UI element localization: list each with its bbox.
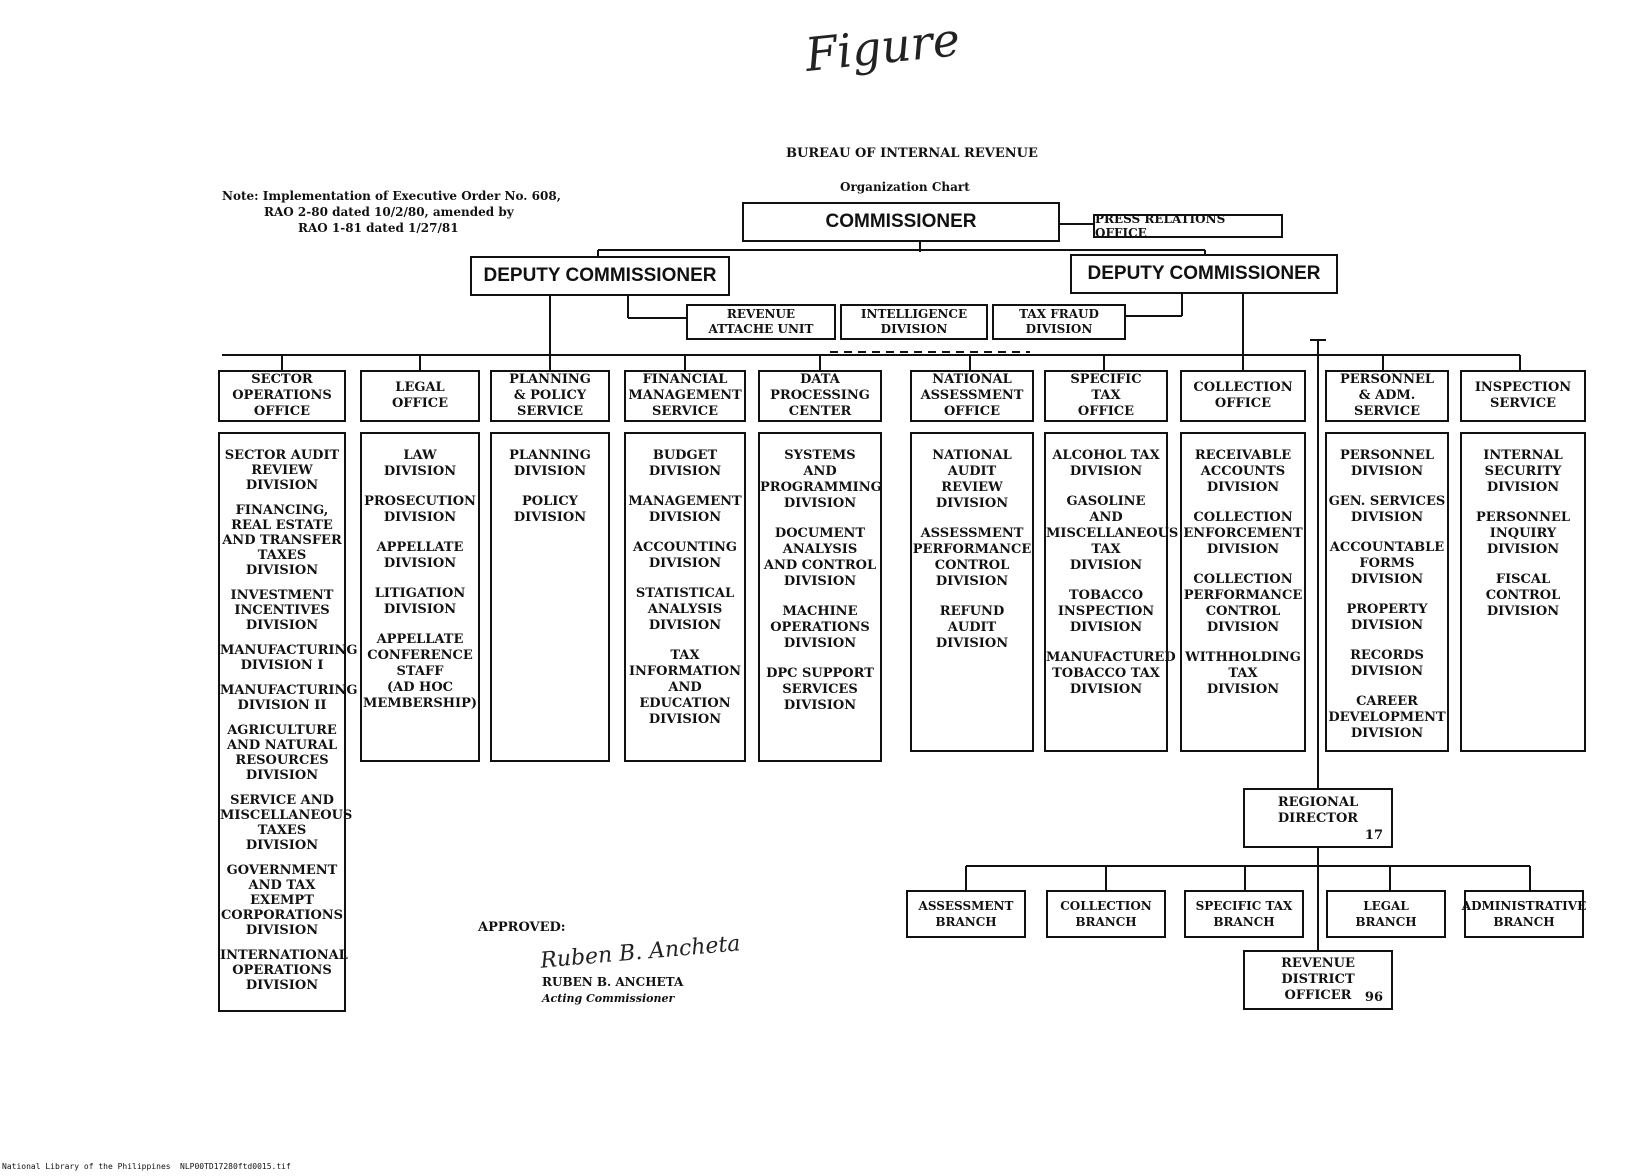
division-item: BUDGET DIVISION [648, 448, 722, 479]
division-item: MACHINE OPERATIONS DIVISION [770, 604, 870, 651]
chart-subtitle: Organization Chart [840, 180, 970, 194]
tax-fraud-division-box: TAX FRAUD DIVISION [992, 304, 1126, 340]
division-item: PROPERTY DIVISION [1346, 602, 1428, 633]
deputy-commissioner-right: DEPUTY COMMISSIONER [1070, 254, 1338, 294]
division-item: TAX INFORMATION AND EDUCATION DIVISION [628, 648, 742, 727]
regional-director-label: REGIONAL DIRECTOR [1277, 795, 1359, 826]
division-item: PROSECUTION DIVISION [364, 494, 476, 525]
division-item: COLLECTION PERFORMANCE CONTROL DIVISION [1183, 572, 1303, 635]
commissioner-label: COMMISSIONER [825, 211, 977, 232]
branch-box-3: LEGAL BRANCH [1326, 890, 1446, 938]
division-item: SYSTEMS AND PROGRAMMING DIVISION [760, 448, 882, 511]
deputy-right-label: DEPUTY COMMISSIONER [1087, 263, 1321, 284]
press-relations-box: PRESS RELATIONS OFFICE [1093, 212, 1283, 240]
note-line-1: Note: Implementation of Executive Order … [222, 189, 561, 203]
office-header-0: SECTOR OPERATIONS OFFICE [218, 370, 346, 422]
office-divisions-4: SYSTEMS AND PROGRAMMING DIVISION DOCUMENT… [758, 432, 882, 762]
approved-label: APPROVED: [478, 920, 566, 935]
division-item: ALCOHOL TAX DIVISION [1052, 448, 1160, 479]
rdo-count: 96 [1364, 990, 1383, 1005]
office-divisions-1: LAW DIVISION PROSECUTION DIVISION APPELLAT… [360, 432, 480, 762]
note-line-3: RAO 1-81 dated 1/27/81 [298, 221, 459, 235]
division-item: ASSESSMENT PERFORMANCE CONTROL DIVISION [912, 526, 1032, 589]
chart-title: BUREAU OF INTERNAL REVENUE [786, 146, 1038, 161]
division-item: GEN. SERVICES DIVISION [1328, 494, 1446, 525]
division-item: FINANCING, REAL ESTATE AND TRANSFER TAXE… [222, 503, 342, 578]
office-header-7: COLLECTION OFFICE [1180, 370, 1306, 422]
division-item: MANAGEMENT DIVISION [628, 494, 742, 525]
office-header-2: PLANNING & POLICY SERVICE [490, 370, 610, 422]
division-item: PERSONNEL INQUIRY DIVISION [1475, 510, 1570, 557]
office-header-8: PERSONNEL & ADM. SERVICE [1325, 370, 1449, 422]
office-divisions-2: PLANNING DIVISION POLICY DIVISION [490, 432, 610, 762]
division-item: APPELLATE DIVISION [376, 540, 464, 571]
office-divisions-8: PERSONNEL DIVISION GEN. SERVICES DIVISION… [1325, 432, 1449, 752]
branch-box-4: ADMINISTRATIVE BRANCH [1462, 890, 1586, 938]
division-item: SECTOR AUDIT REVIEW DIVISION [224, 448, 340, 493]
division-item: INTERNAL SECURITY DIVISION [1483, 448, 1563, 495]
division-item: LITIGATION DIVISION [374, 586, 466, 617]
division-item: STATISTICAL ANALYSIS DIVISION [635, 586, 735, 633]
division-item: POLICY DIVISION [513, 494, 587, 525]
office-header-9: INSPECTION SERVICE [1460, 370, 1586, 422]
division-item: AGRICULTURE AND NATURAL RESOURCES DIVISI… [226, 723, 338, 783]
deputy-commissioner-left: DEPUTY COMMISSIONER [470, 256, 730, 296]
press-relations-label: PRESS RELATIONS OFFICE [1095, 212, 1226, 240]
division-item: INVESTMENT INCENTIVES DIVISION [230, 588, 334, 633]
office-divisions-6: ALCOHOL TAX DIVISION GASOLINE AND MISCELL… [1044, 432, 1179, 752]
deputy-left-label: DEPUTY COMMISSIONER [483, 265, 717, 286]
note-block: Note: Implementation of Executive Order … [222, 188, 561, 236]
division-item: LAW DIVISION [383, 448, 457, 479]
regional-director-box: REGIONAL DIRECTOR 17 [1243, 788, 1393, 848]
division-item: PERSONNEL DIVISION [1339, 448, 1434, 479]
office-divisions-0: SECTOR AUDIT REVIEW DIVISION FINANCING, R… [218, 432, 358, 1012]
approver-position: Acting Commissioner [542, 992, 675, 1005]
division-item: MANUFACTURING DIVISION II [220, 683, 358, 713]
division-item: PLANNING DIVISION [509, 448, 591, 479]
note-line-2: RAO 2-80 dated 10/2/80, amended by [264, 205, 514, 219]
regional-director-count: 17 [1364, 828, 1383, 843]
branch-box-2: SPECIFIC TAX BRANCH [1184, 890, 1304, 938]
division-item: RECEIVABLE ACCOUNTS DIVISION [1194, 448, 1292, 495]
division-item: DPC SUPPORT SERVICES DIVISION [766, 666, 874, 713]
division-item: FISCAL CONTROL DIVISION [1485, 572, 1561, 619]
intelligence-division-box: INTELLIGENCE DIVISION [840, 304, 988, 340]
office-header-6: SPECIFIC TAX OFFICE [1044, 370, 1168, 422]
branch-box-1: COLLECTION BRANCH [1046, 890, 1166, 938]
commissioner-box: COMMISSIONER [742, 202, 1060, 242]
division-item: MANUFACTURED TOBACCO TAX DIVISION [1046, 650, 1176, 697]
office-header-1: LEGAL OFFICE [360, 370, 480, 422]
division-item: MANUFACTURING DIVISION I [220, 643, 358, 673]
division-item: SERVICE AND MISCELLANEOUS TAXES DIVISION [220, 793, 353, 853]
division-item: ACCOUNTING DIVISION [632, 540, 738, 571]
division-item: CAREER DEVELOPMENT DIVISION [1328, 694, 1446, 741]
rdo-box: REVENUE DISTRICT OFFICER 96 [1243, 950, 1393, 1010]
revenue-attache-box: REVENUE ATTACHE UNIT [686, 304, 836, 340]
branch-box-0: ASSESSMENT BRANCH [906, 890, 1026, 938]
office-header-3: FINANCIAL MANAGEMENT SERVICE [624, 370, 746, 422]
division-item: RECORDS DIVISION [1350, 648, 1424, 679]
footer-file: NLP00TD17280ftd0015.tif [180, 1162, 291, 1171]
division-item: TOBACCO INSPECTION DIVISION [1057, 588, 1155, 635]
division-item: INTERNATIONAL OPERATIONS DIVISION [220, 948, 348, 993]
division-item: GOVERNMENT AND TAX EXEMPT CORPORATIONS D… [220, 863, 344, 938]
approver-name: RUBEN B. ANCHETA [542, 975, 684, 989]
division-item: REFUND AUDIT DIVISION [935, 604, 1009, 651]
division-item: GASOLINE AND MISCELLANEOUS TAX DIVISION [1046, 494, 1179, 573]
office-divisions-3: BUDGET DIVISION MANAGEMENT DIVISION ACCOUN… [624, 432, 746, 762]
footer-source: National Library of the Philippines [2, 1162, 171, 1171]
division-item: NATIONAL AUDIT REVIEW DIVISION [932, 448, 1012, 511]
office-divisions-5: NATIONAL AUDIT REVIEW DIVISION ASSESSMENT… [910, 432, 1034, 752]
division-item: ACCOUNTABLE FORMS DIVISION [1329, 540, 1445, 587]
rdo-label: REVENUE DISTRICT OFFICER [1281, 956, 1355, 1003]
office-divisions-7: RECEIVABLE ACCOUNTS DIVISION COLLECTION E… [1180, 432, 1306, 752]
division-item: APPELLATE CONFERENCE STAFF (AD HOC MEMBE… [362, 632, 478, 711]
office-divisions-9: INTERNAL SECURITY DIVISION PERSONNEL INQU… [1460, 432, 1586, 752]
division-item: DOCUMENT ANALYSIS AND CONTROL DIVISION [763, 526, 877, 589]
office-header-4: DATA PROCESSING CENTER [758, 370, 882, 422]
division-item: WITHHOLDING TAX DIVISION [1185, 650, 1301, 697]
office-header-5: NATIONAL ASSESSMENT OFFICE [910, 370, 1034, 422]
division-item: COLLECTION ENFORCEMENT DIVISION [1183, 510, 1303, 557]
